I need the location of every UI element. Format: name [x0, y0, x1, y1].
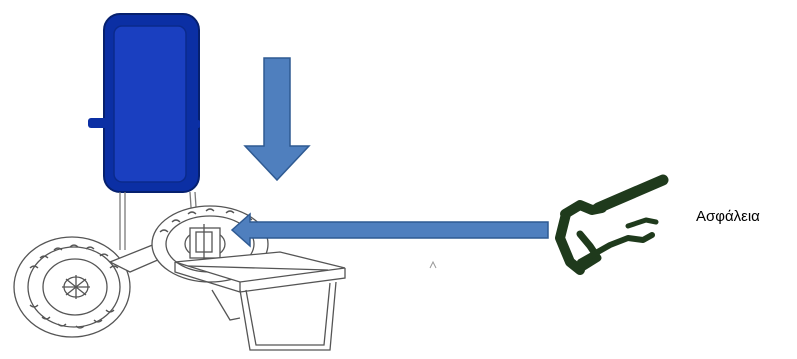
arrow-left-icon: [230, 212, 549, 248]
cart-frame: [13, 205, 346, 351]
backrest-panel: [88, 13, 200, 193]
arrow-down-icon: [243, 57, 311, 182]
stray-mark: [429, 260, 437, 269]
safety-clip-icon: [555, 174, 669, 275]
safety-clip-label: Ασφάλεια: [696, 208, 760, 225]
